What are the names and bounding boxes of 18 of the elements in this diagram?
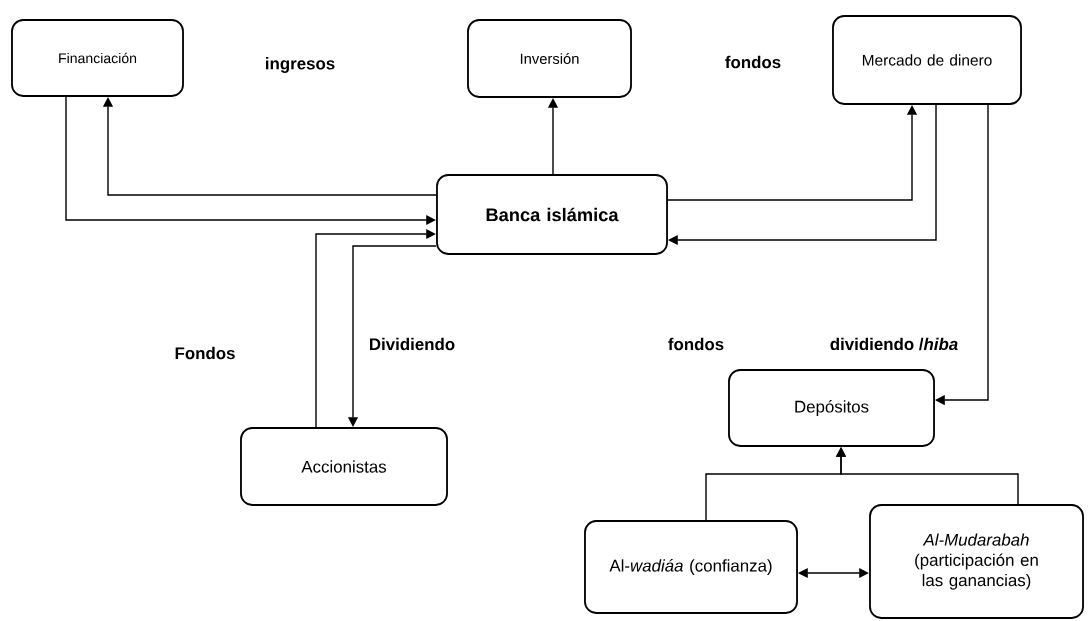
rounded-box: Depósitos (728, 369, 935, 447)
rounded-box: Banca islámica (436, 174, 668, 255)
arrow (935, 104, 989, 406)
rounded-box: Al-Mudarabah (participación en las ganancias) (869, 504, 1084, 619)
rounded-box: Financiación (11, 19, 184, 97)
arrow (315, 228, 436, 428)
rounded-box: Al-wadiáa (confianza) (584, 520, 798, 614)
flow-label: Fondos (175, 346, 235, 360)
flow-label: fondos (725, 55, 781, 69)
flow-label: fondos (668, 337, 724, 351)
rounded-box: Inversión (467, 19, 632, 98)
flow-label: Dividiendo (370, 337, 455, 351)
rounded-box: Mercado de dinero (832, 15, 1022, 105)
flow-label: dividiendo /hiba (830, 337, 958, 351)
arrow (668, 104, 937, 246)
rounded-box: Accionistas (240, 427, 448, 506)
flow-label: ingresos (266, 57, 335, 73)
arrow (798, 567, 869, 579)
